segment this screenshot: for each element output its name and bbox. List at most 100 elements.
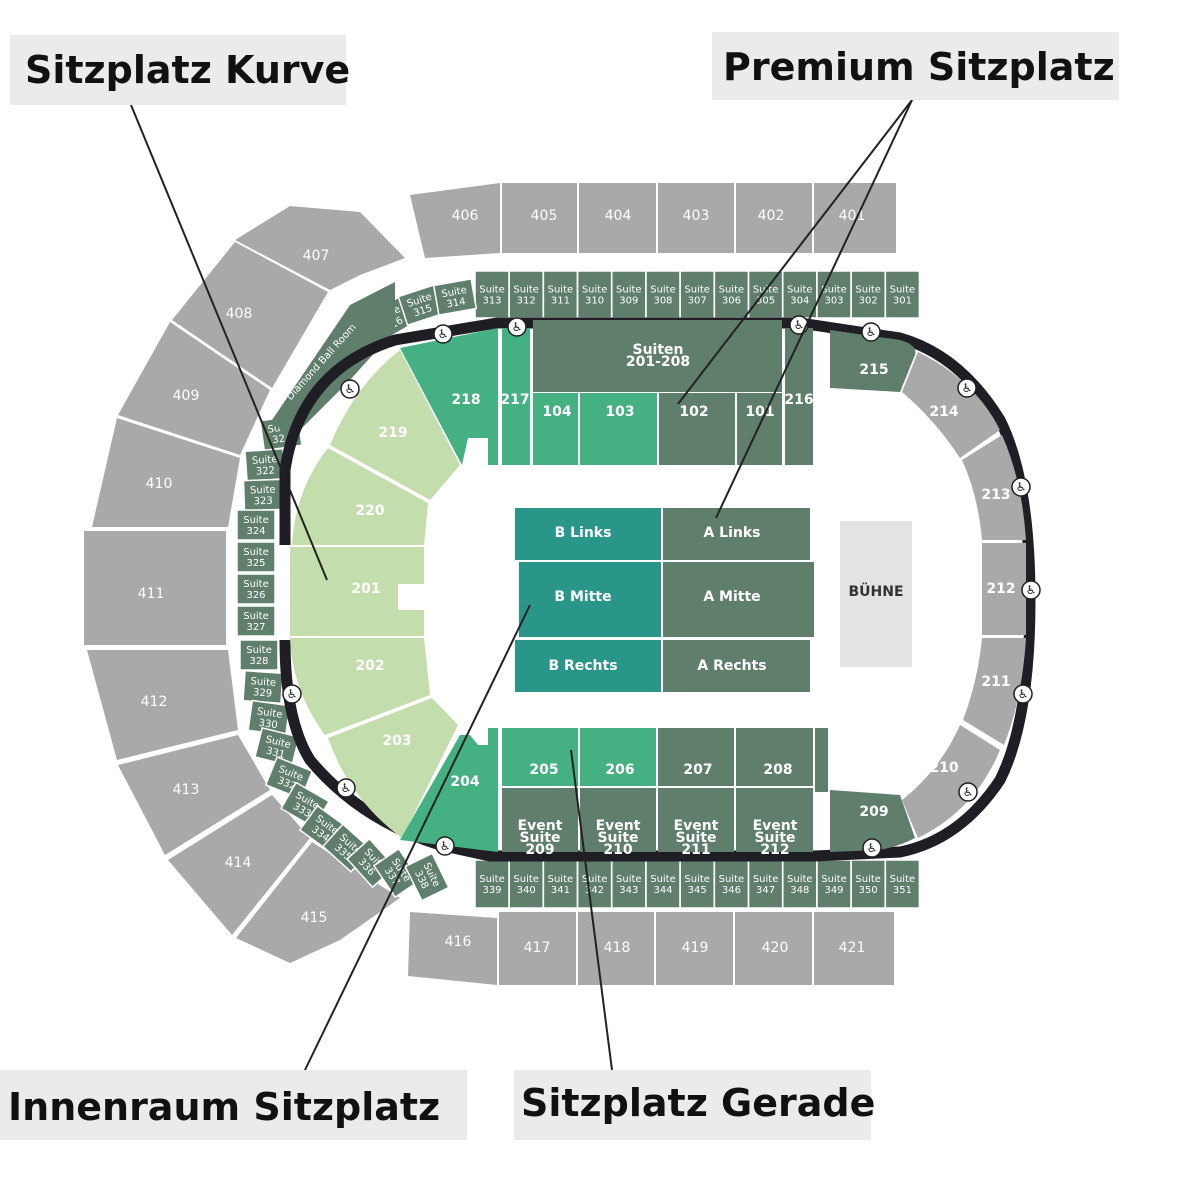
section-404[interactable] [579,183,656,253]
section-410[interactable] [92,418,240,527]
suite-box[interactable] [782,859,818,909]
event-suite-209[interactable] [502,788,578,852]
section-216[interactable] [785,328,813,465]
section-407[interactable] [235,206,405,290]
section-206[interactable] [580,728,656,786]
suite-box[interactable] [576,270,613,319]
section-414[interactable] [168,795,310,935]
section-409[interactable] [118,322,270,455]
section-402[interactable] [736,183,812,253]
suite-box[interactable] [850,859,886,909]
suite-box[interactable] [474,270,510,319]
section-215[interactable] [830,330,916,392]
section-412[interactable] [87,650,238,760]
section-417[interactable] [499,912,576,985]
section-210[interactable] [902,725,1000,838]
suite-box[interactable] [236,605,276,637]
section-405[interactable] [502,183,577,253]
section-104[interactable] [533,393,578,465]
suite-box[interactable] [236,541,276,573]
section-205[interactable] [502,728,578,786]
suite-box[interactable] [679,270,715,319]
suite-305[interactable]: Suite305 [747,270,784,319]
section-416[interactable] [408,912,497,985]
section-209[interactable] [830,790,915,852]
suite-box[interactable] [713,859,750,909]
suiten-201-208[interactable] [533,320,782,392]
section-211[interactable] [963,638,1026,745]
suite-box[interactable] [611,270,647,319]
suite-box[interactable] [884,859,921,909]
suite-box[interactable] [850,270,886,319]
section-420[interactable] [735,912,812,985]
suite-box[interactable] [432,278,478,316]
section-207[interactable] [658,728,734,786]
event-suite-210[interactable] [580,788,656,852]
section-411[interactable] [84,531,226,645]
floor-a-rechts[interactable] [663,640,810,692]
floor-b-rechts[interactable] [515,640,661,692]
section-102[interactable] [659,393,735,465]
section-403[interactable] [658,183,734,253]
section-408[interactable] [172,242,328,388]
suite-box[interactable] [239,639,279,671]
section-406[interactable] [410,183,500,258]
suite-box[interactable] [236,573,276,605]
suite-box[interactable] [236,509,276,541]
diamond-ball-room[interactable] [272,282,395,440]
section-401[interactable] [814,183,896,253]
section-421[interactable] [814,912,894,985]
event-suite-211[interactable] [658,788,734,852]
section-214[interactable] [902,352,1000,458]
section-203[interactable] [328,698,458,838]
suite-box[interactable] [542,859,579,909]
section-208[interactable] [736,728,813,786]
suite-box[interactable] [474,859,510,909]
floor-b-links[interactable] [515,508,661,560]
section-103[interactable] [580,393,657,465]
section-213[interactable] [962,435,1026,540]
section-202[interactable] [290,638,430,735]
section-419[interactable] [656,912,733,985]
suite-box[interactable] [254,726,300,768]
suite-box[interactable] [816,270,852,319]
section-418[interactable] [578,912,654,985]
section-217[interactable] [502,328,530,465]
